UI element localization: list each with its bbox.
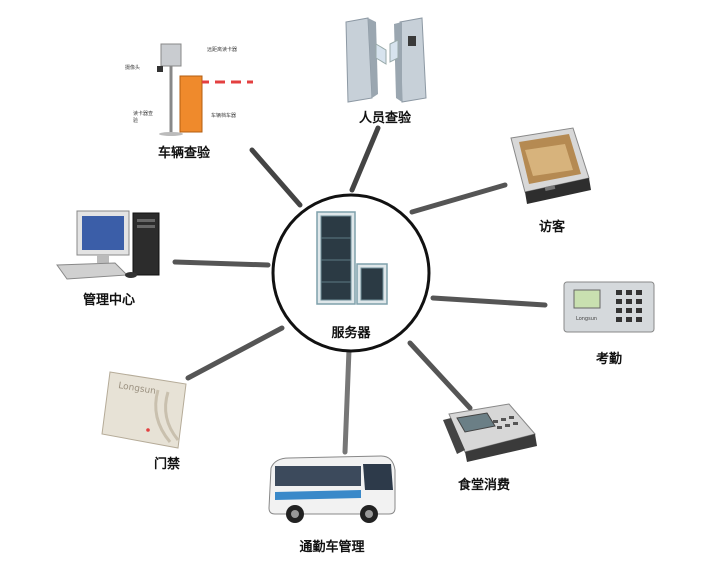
pos-terminal-icon <box>443 403 537 462</box>
node-label-access: 门禁 <box>153 457 181 472</box>
bus-icon <box>268 455 396 523</box>
node-label-personnel: 人员查验 <box>358 111 412 126</box>
node-label-attendance: 考勤 <box>595 352 623 367</box>
center-label-server: 服务器 <box>331 326 371 341</box>
connector-vehicle <box>249 147 303 208</box>
callout-vehicle-barrier: 车辆档车器 <box>211 113 237 119</box>
callout-reader-check: 读卡器查验 <box>133 111 154 124</box>
vehicle-check-device: 远距离读卡器 摄像头 读卡器查验 车辆档车器 <box>125 38 255 138</box>
connector-visitor <box>409 182 508 215</box>
node-label-canteen: 食堂消费 <box>457 478 511 493</box>
connector-bus <box>342 347 352 455</box>
node-label-visitor: 访客 <box>538 220 566 235</box>
access-reader-icon: Longsun <box>101 371 187 449</box>
node-label-vehicle: 车辆查验 <box>157 146 211 161</box>
connector-canteen <box>407 340 473 411</box>
barrier-gate-icon <box>157 43 253 136</box>
connector-attendance <box>430 295 548 308</box>
callout-long-range-reader: 远距离读卡器 <box>207 47 238 53</box>
desktop-pc-icon <box>56 210 160 280</box>
callout-camera: 摄像头 <box>125 65 141 71</box>
visitor-terminal-icon <box>510 127 591 204</box>
connector-management <box>172 259 271 268</box>
attendance-brand-text: Longsun <box>576 316 597 322</box>
server-cabinet-icon <box>316 211 388 305</box>
node-label-bus: 通勤车管理 <box>299 540 365 555</box>
connector-access <box>185 325 285 381</box>
attendance-terminal-icon: Longsun <box>563 281 655 333</box>
turnstile-icon <box>345 17 427 103</box>
node-label-management: 管理中心 <box>82 293 136 308</box>
connector-personnel <box>349 125 381 193</box>
